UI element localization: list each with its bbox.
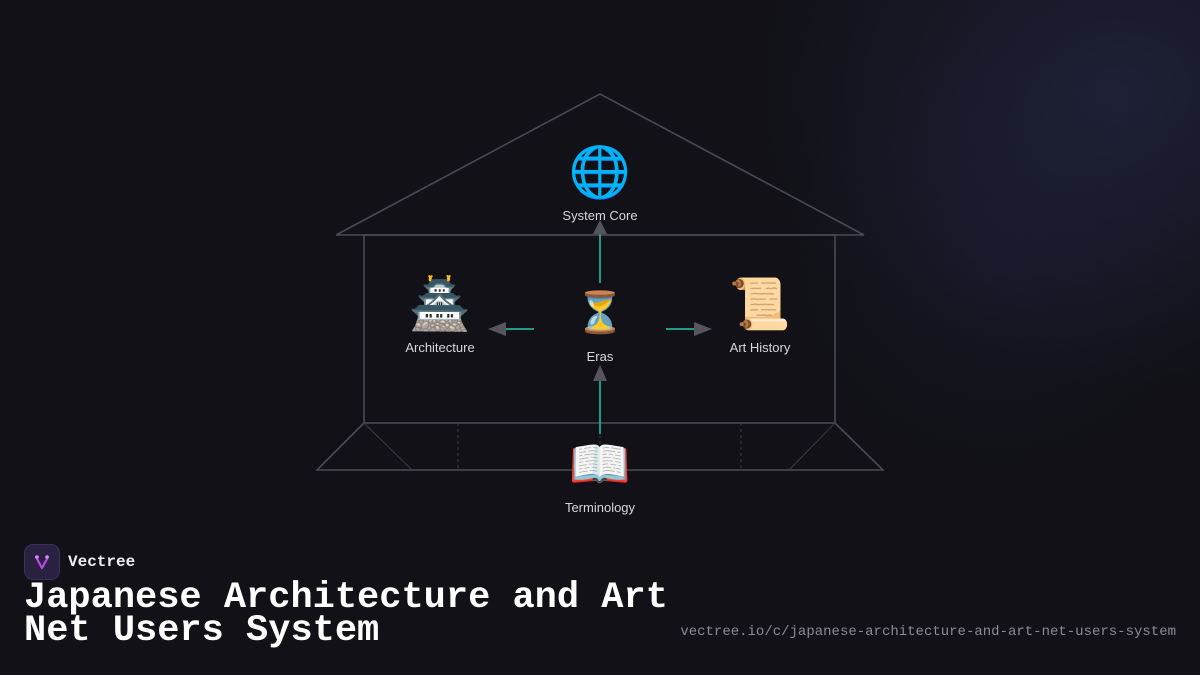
page-url[interactable]: vectree.io/c/japanese-architecture-and-a… — [680, 624, 1176, 640]
node-system-core[interactable]: 🌐 System Core — [562, 142, 637, 223]
globe-icon: 🌐 — [568, 143, 632, 201]
scroll-icon: 📜 — [728, 275, 792, 333]
house-base — [315, 422, 885, 471]
japanese-castle-icon: 🏯 — [408, 275, 472, 333]
node-art-history[interactable]: 📜 Art History — [729, 274, 791, 355]
arrowhead-eras — [593, 365, 607, 381]
open-book-icon: 📖 — [568, 435, 632, 493]
node-terminology[interactable]: 📖 Terminology — [565, 434, 635, 515]
node-architecture[interactable]: 🏯 Architecture — [405, 274, 474, 355]
node-label-terminology: Terminology — [564, 500, 636, 515]
brand-name: Vectree — [68, 553, 136, 571]
node-label-architecture: Architecture — [405, 340, 475, 355]
page-title: Japanese Architecture and Art Net Users … — [24, 577, 668, 652]
hourglass-icon: ⏳ — [575, 290, 625, 336]
node-eras[interactable]: ⏳ Eras — [575, 283, 625, 364]
node-label-art-history: Art History — [729, 340, 791, 355]
arrowhead-art-history — [694, 322, 712, 336]
node-label-system-core: System Core — [562, 208, 638, 223]
node-label-eras: Eras — [586, 349, 614, 364]
vectree-logo-icon — [24, 544, 60, 580]
arrowhead-architecture — [488, 322, 506, 336]
arrowhead-system-core — [593, 220, 607, 234]
brand: Vectree — [24, 544, 135, 580]
